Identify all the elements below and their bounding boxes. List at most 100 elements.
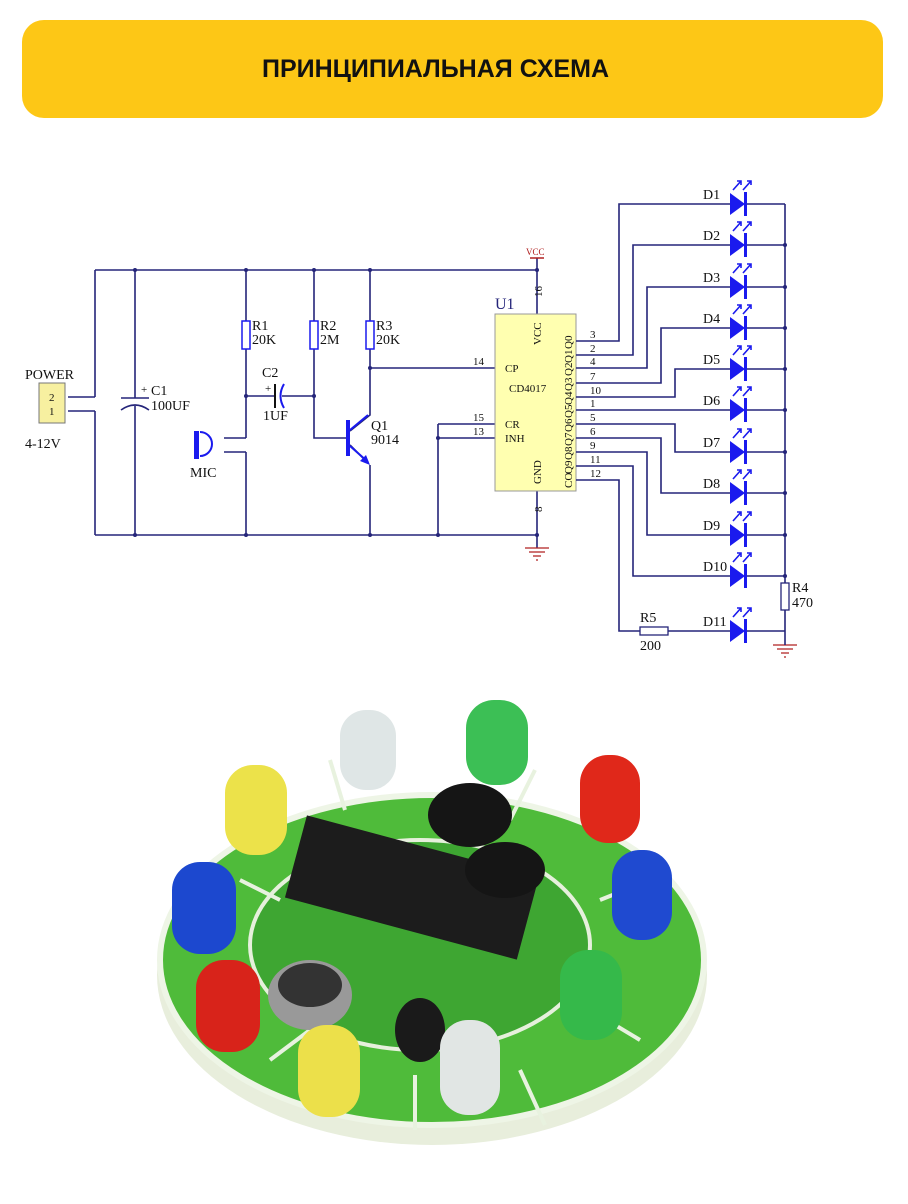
header-banner: ПРИНЦИПИАЛЬНАЯ СХЕМА (22, 20, 883, 118)
ground-icon (525, 547, 549, 561)
led-bulbs (172, 700, 672, 1117)
svg-text:Q5: Q5 (563, 404, 575, 418)
wire (576, 244, 785, 356)
led-green (466, 700, 528, 785)
led-yellow (298, 1025, 360, 1117)
resistor-r2: R2 2M (309, 319, 340, 350)
svg-text:4: 4 (590, 356, 596, 368)
svg-text:C2: C2 (262, 366, 278, 381)
ic-output-pin-q4: Q4 10 (563, 385, 602, 405)
svg-text:6: 6 (590, 426, 596, 438)
svg-text:1: 1 (590, 398, 596, 410)
svg-text:13: 13 (473, 426, 485, 438)
led-d7: D7 (703, 428, 752, 464)
svg-text:D4: D4 (703, 312, 720, 327)
svg-text:R4: R4 (792, 581, 808, 596)
ic-chip (284, 815, 539, 960)
led-white (440, 1020, 500, 1115)
ic-output-pin-q2: Q2 4 (563, 356, 596, 376)
svg-text:Q6: Q6 (563, 418, 575, 432)
ic-u1: U1 16 8 VCC GND CP CD4017 CR INH 14 15 1… (473, 286, 602, 513)
led-white (340, 710, 396, 790)
wire (576, 327, 785, 384)
svg-text:D2: D2 (703, 229, 720, 244)
svg-text:VCC: VCC (532, 322, 544, 345)
svg-text:9014: 9014 (371, 433, 399, 448)
svg-text:Q4: Q4 (563, 391, 575, 405)
resistor-r3: R3 20K (365, 319, 400, 350)
schematic-diagram: POWER 2 1 4-12V + C1 100UF R1 20K R2 2M … (25, 180, 813, 658)
wire (576, 203, 785, 342)
led-blue (172, 862, 236, 954)
microphone-icon: MIC (190, 431, 216, 481)
resistor-r4: R4 470 (780, 581, 813, 611)
power-pin1: 1 (49, 406, 55, 418)
svg-text:3: 3 (590, 329, 596, 341)
led-d5: D5 (703, 345, 752, 381)
svg-text:CR: CR (505, 419, 520, 431)
svg-text:D7: D7 (703, 436, 720, 451)
svg-text:U1: U1 (495, 296, 515, 313)
page-title: ПРИНЦИПИАЛЬНАЯ СХЕМА (261, 54, 610, 83)
wire (576, 465, 785, 577)
svg-text:+: + (265, 383, 271, 395)
svg-text:12: 12 (590, 468, 601, 480)
wire (576, 451, 785, 536)
svg-text:D11: D11 (703, 615, 727, 630)
ic-output-pin-q5: Q5 1 (563, 398, 596, 418)
led-d10: D10 (703, 552, 752, 588)
svg-text:16: 16 (533, 286, 545, 298)
svg-text:1UF: 1UF (263, 409, 288, 424)
wire (576, 286, 785, 369)
svg-text:20K: 20K (376, 333, 400, 348)
wire (576, 423, 785, 453)
ic-output-pin-q1: Q12 (563, 343, 596, 363)
svg-text:2: 2 (590, 343, 596, 355)
svg-text:100UF: 100UF (151, 399, 190, 414)
capacitor-c1: + C1 100UF (120, 384, 190, 414)
led-d9: D9 (703, 511, 752, 547)
led-green (560, 950, 622, 1040)
led-d3: D3 (703, 263, 752, 299)
svg-text:Q1: Q1 (371, 419, 388, 434)
svg-text:VCC: VCC (526, 247, 545, 257)
svg-text:D6: D6 (703, 394, 720, 409)
wire (576, 437, 785, 494)
svg-text:20K: 20K (252, 333, 276, 348)
led-red (196, 960, 260, 1052)
led-blue (612, 850, 672, 940)
svg-text:2M: 2M (320, 333, 340, 348)
svg-text:MIC: MIC (190, 466, 216, 481)
ic-output-pin-q8: Q89 (563, 440, 596, 460)
svg-text:R5: R5 (640, 611, 656, 626)
led-d4: D4 (703, 304, 752, 340)
svg-text:5: 5 (590, 412, 596, 424)
svg-text:7: 7 (590, 371, 596, 383)
svg-text:C1: C1 (151, 384, 167, 399)
power-pin2: 2 (49, 392, 55, 404)
svg-text:D1: D1 (703, 188, 720, 203)
ic-output-pin-q7: Q76 (563, 426, 596, 446)
svg-text:Q8: Q8 (563, 446, 575, 460)
vcc-symbol: VCC (526, 247, 545, 259)
svg-text:GND: GND (532, 460, 544, 484)
led-d1: D1 (703, 180, 752, 216)
svg-text:Q2: Q2 (563, 363, 575, 376)
svg-text:Q9: Q9 (563, 460, 575, 474)
svg-text:D8: D8 (703, 477, 720, 492)
led-d6: D6 (703, 386, 752, 422)
wire (576, 368, 785, 398)
svg-text:14: 14 (473, 356, 485, 368)
led-d2: D2 (703, 221, 752, 257)
ic-output-pin-q6: Q6 5 (563, 412, 596, 432)
svg-text:10: 10 (590, 385, 602, 397)
transistor-q1: Q1 9014 (346, 414, 399, 465)
svg-text:R1: R1 (252, 319, 268, 334)
svg-text:+: + (141, 384, 147, 396)
junction-dots (133, 268, 539, 537)
power-voltage: 4-12V (25, 437, 61, 452)
resistor-r5: R5 200 (639, 611, 669, 654)
